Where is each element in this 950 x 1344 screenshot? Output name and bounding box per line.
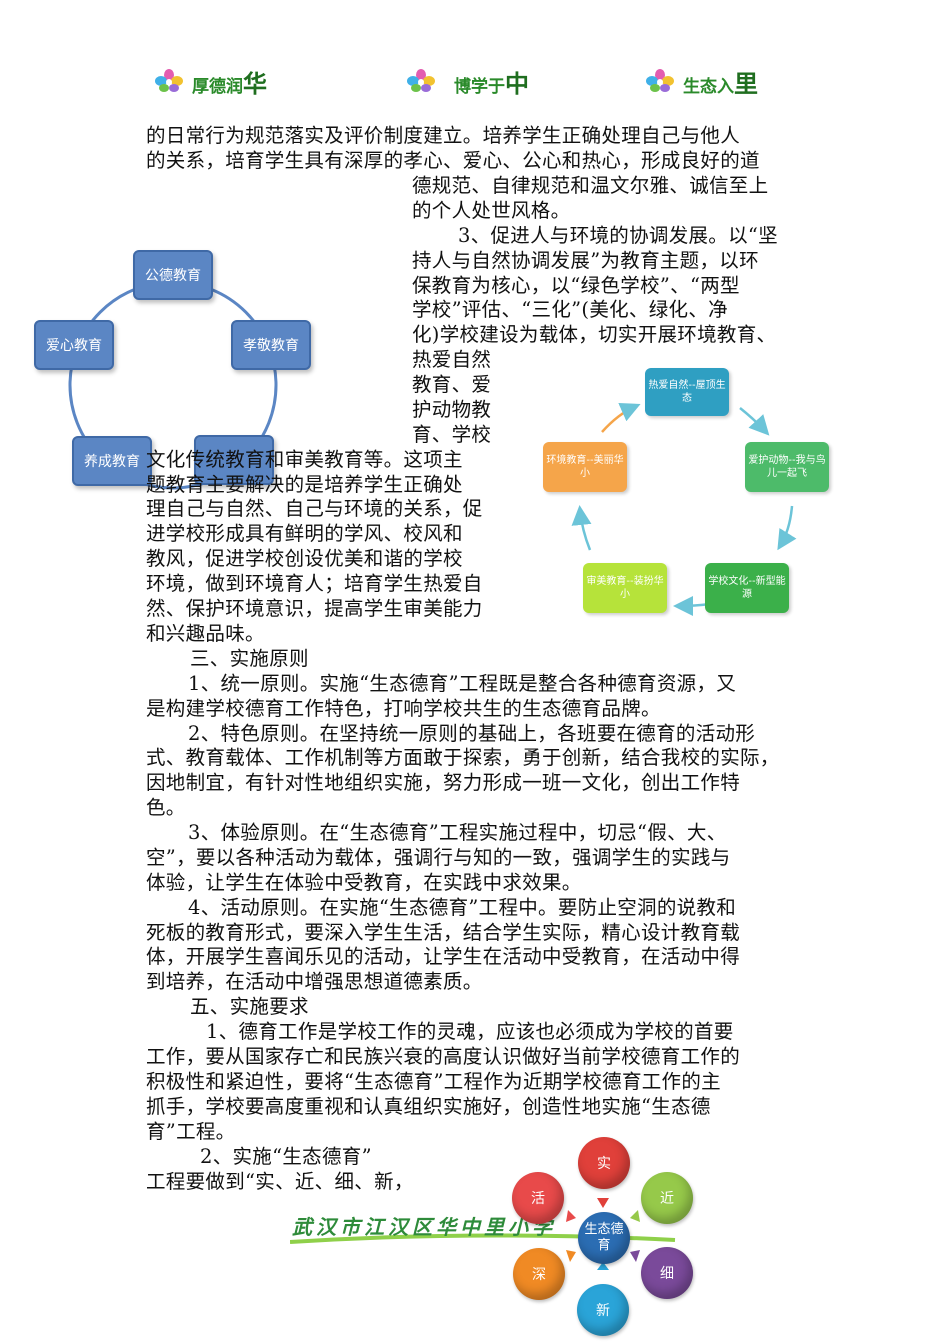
header-motto-2: 博学于中	[404, 64, 529, 98]
cycle-node-love-nature: 热爱自然--屋顶生态	[645, 368, 729, 416]
header-motto-1: 厚德润华	[152, 64, 267, 98]
cycle-node-aesthetic: 审美教育--装扮华小	[583, 563, 667, 613]
cycle-node-public-virtue: 公德教育	[133, 250, 213, 300]
radial-item-detailed: 细	[641, 1247, 693, 1299]
cycle-node-hidden	[194, 435, 274, 485]
cycle-node-environment: 环境教育--美丽华小	[543, 442, 627, 492]
radial-item-lively: 活	[512, 1172, 564, 1224]
radial-item-near: 近	[641, 1172, 693, 1224]
section-heading: 五、实施要求	[190, 995, 309, 1018]
radial-item-deep: 深	[513, 1248, 565, 1300]
header-motto-3: 生态入里	[643, 64, 758, 98]
radial-arrows	[566, 1198, 640, 1270]
cycle-node-love: 爱心教育	[34, 320, 114, 370]
cycle-node-habit-formation: 养成教育	[72, 436, 152, 486]
radial-item-solid: 实	[578, 1137, 630, 1189]
flower-icon	[407, 69, 435, 92]
flower-icon	[155, 69, 183, 92]
cycle-node-filial-piety: 孝敬教育	[231, 320, 311, 370]
footer-school-name: 武汉市江汉区华中里小学	[292, 1215, 556, 1239]
section-heading: 三、实施原则	[190, 647, 309, 670]
radial-item-new: 新	[577, 1284, 629, 1336]
cycle-node-protect-animals: 爱护动物--我与鸟儿一起飞	[745, 442, 829, 492]
flower-icon	[646, 69, 674, 92]
cycle-node-school-culture: 学校文化--新型能源	[705, 563, 789, 613]
radial-center: 生态德育	[578, 1212, 630, 1264]
